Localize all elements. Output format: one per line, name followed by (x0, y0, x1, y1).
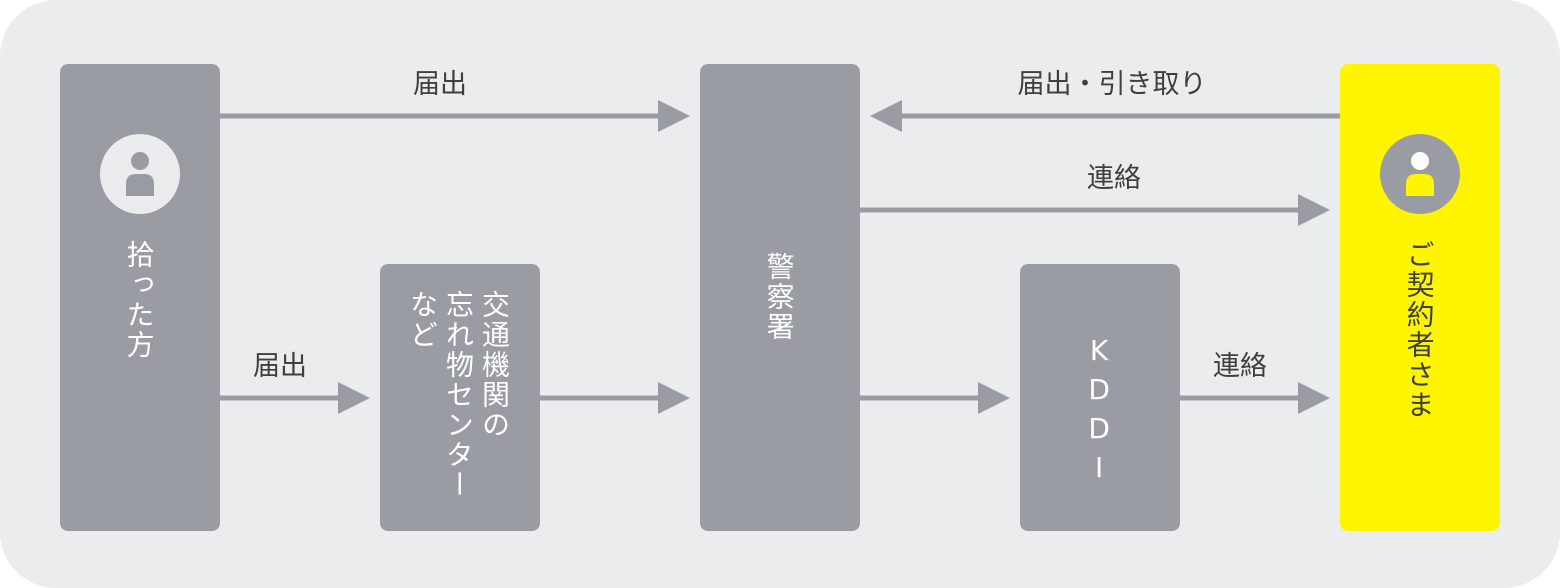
arrow-kddi-to-customer (1180, 382, 1330, 414)
node-kddi (1020, 264, 1180, 531)
node-kddi-label: KDDI (1082, 334, 1116, 490)
arrow-customer-to-police (870, 100, 1340, 132)
arrow-center-to-police (540, 382, 690, 414)
arrow-police-to-customer (860, 194, 1330, 226)
node-finder-label: 拾った方 (122, 240, 156, 360)
arrow-finder-to-center (220, 382, 370, 414)
node-police (700, 64, 860, 531)
node-lost-found-center-label: 交通機関の 忘れ物センター など (406, 290, 511, 500)
finder-avatar-icon (100, 134, 180, 214)
label-finder-to-center: 届出 (253, 351, 307, 382)
arrow-finder-to-police (220, 100, 690, 132)
node-customer-label: ご契約者さま (1402, 240, 1436, 420)
label-kddi-to-customer: 連絡 (1213, 351, 1267, 382)
label-police-to-customer: 連絡 (1087, 163, 1141, 194)
label-finder-to-police: 届出 (413, 69, 467, 100)
customer-avatar-icon (1380, 134, 1460, 214)
node-police-label: 警察署 (762, 252, 796, 342)
label-customer-to-police: 届出・引き取り (1017, 69, 1207, 100)
node-lost-found-center (380, 264, 540, 531)
arrow-police-to-kddi (860, 382, 1010, 414)
